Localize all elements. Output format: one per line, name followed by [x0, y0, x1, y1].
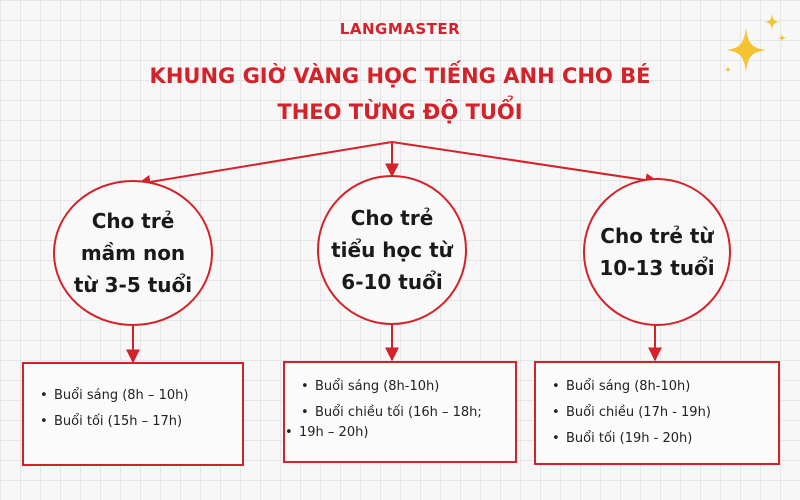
sparkle-icon: [725, 14, 786, 73]
list-item: Buổi chiều (17h - 19h): [552, 403, 764, 423]
list-item: Buổi sáng (8h-10h): [301, 377, 501, 397]
page-title-line-2: THEO TỪNG ĐỘ TUỔI: [277, 100, 523, 124]
schedule-box-preschool: Buổi sáng (8h – 10h) Buổi tối (15h – 17h…: [22, 362, 244, 466]
schedule-list: Buổi sáng (8h – 10h) Buổi tối (15h – 17h…: [38, 386, 228, 432]
list-item: Buổi tối (19h - 20h): [552, 429, 764, 449]
age-group-circle-preschool: Cho trẻ mầm non từ 3-5 tuổi: [53, 180, 213, 326]
list-item: Buổi chiều tối (16h – 18h;: [301, 403, 501, 423]
list-item-continuation: 19h – 20h): [285, 423, 501, 443]
schedule-box-primary: Buổi sáng (8h-10h) Buổi chiều tối (16h –…: [283, 361, 517, 463]
age-group-label: Cho trẻ tiểu học từ 6-10 tuổi: [331, 206, 453, 294]
schedule-list: Buổi sáng (8h-10h) Buổi chiều tối (16h –…: [285, 377, 501, 443]
schedule-list: Buổi sáng (8h-10h) Buổi chiều (17h - 19h…: [550, 377, 764, 449]
age-group-circle-preteen: Cho trẻ từ 10-13 tuổi: [583, 178, 731, 326]
branch-arrow-right: [391, 141, 660, 188]
age-group-label: Cho trẻ từ 10-13 tuổi: [599, 224, 715, 280]
schedule-box-preteen: Buổi sáng (8h-10h) Buổi chiều (17h - 19h…: [534, 361, 780, 465]
page-title-line-1: KHUNG GIỜ VÀNG HỌC TIẾNG ANH CHO BÉ: [149, 64, 651, 88]
branch-arrow-left: [136, 141, 393, 189]
list-item: Buổi sáng (8h – 10h): [40, 386, 228, 406]
age-group-circle-primary: Cho trẻ tiểu học từ 6-10 tuổi: [317, 175, 467, 325]
brand-logo: LANGMASTER: [339, 20, 461, 38]
list-item: Buổi sáng (8h-10h): [552, 377, 764, 397]
list-item: Buổi tối (15h – 17h): [40, 412, 228, 432]
age-group-label: Cho trẻ mầm non từ 3-5 tuổi: [73, 209, 193, 297]
